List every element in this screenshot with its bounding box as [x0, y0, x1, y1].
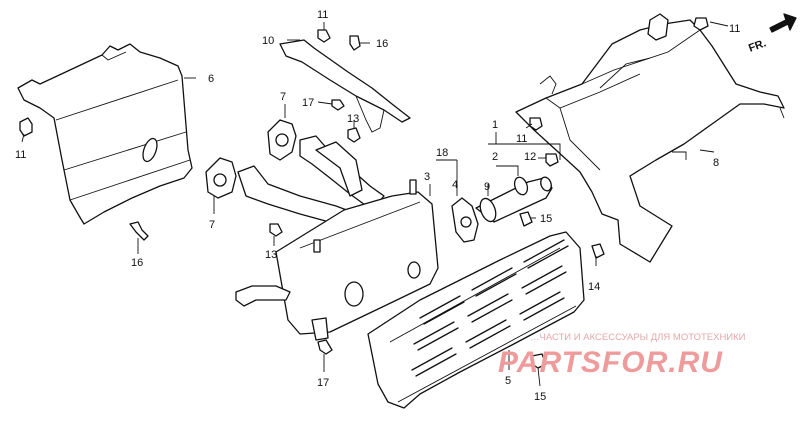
watermark-tagline: …ЧАСТИ И АКСЕССУАРЫ ДЛЯ МОТОТЕХНИКИ — [530, 332, 746, 343]
callout-15-lower: 15 — [534, 391, 546, 403]
callout-17-lower: 17 — [317, 377, 329, 389]
callout-3: 3 — [424, 171, 430, 183]
callout-13-lower: 13 — [265, 249, 277, 261]
outlet-gasket — [451, 197, 479, 243]
exhaust-pipes — [237, 135, 385, 227]
callout-11-top: 11 — [317, 9, 328, 21]
callout-11-mid: 11 — [516, 133, 527, 145]
callout-16-top: 16 — [376, 38, 388, 50]
gasket-lower — [205, 157, 237, 199]
bracket-upper — [279, 39, 411, 133]
callout-4: 4 — [452, 179, 458, 191]
callout-13-upper: 13 — [347, 113, 359, 125]
callout-7-lower: 7 — [209, 219, 215, 231]
callout-7-upper: 7 — [280, 91, 286, 103]
callout-17-top: 17 — [302, 97, 314, 109]
tail-pipe — [475, 176, 553, 223]
callout-18: 18 — [436, 147, 448, 159]
callout-15-upper: 15 — [540, 213, 552, 225]
callouts: 6 11 16 10 11 16 7 17 13 7 13 3 18 4 1 1… — [15, 9, 740, 403]
callout-10: 10 — [262, 35, 274, 47]
muffler-protector — [367, 231, 585, 409]
callout-11-left: 11 — [15, 149, 26, 161]
callout-9: 9 — [484, 181, 490, 193]
callout-5: 5 — [505, 375, 511, 387]
heat-shield-right — [515, 13, 785, 263]
callout-16-left: 16 — [131, 257, 143, 269]
bolts — [19, 17, 709, 369]
callout-2: 2 — [492, 151, 498, 163]
watermark-brand: PARTSFOR.RU — [498, 346, 723, 379]
heat-shield-left — [17, 43, 193, 225]
callout-6: 6 — [208, 73, 214, 85]
callout-1: 1 — [492, 119, 498, 131]
muffler — [235, 179, 439, 341]
callout-12: 12 — [524, 151, 536, 163]
leader-lines — [21, 21, 785, 387]
fr-label: FR. — [747, 37, 768, 54]
callout-14: 14 — [588, 281, 600, 293]
callout-11-right: 11 — [729, 23, 740, 35]
front-direction-arrow: FR. — [747, 13, 797, 55]
watermark: …ЧАСТИ И АКСЕССУАРЫ ДЛЯ МОТОТЕХНИКИ PART… — [498, 332, 746, 379]
callout-8: 8 — [713, 157, 719, 169]
gasket-upper — [267, 119, 297, 161]
